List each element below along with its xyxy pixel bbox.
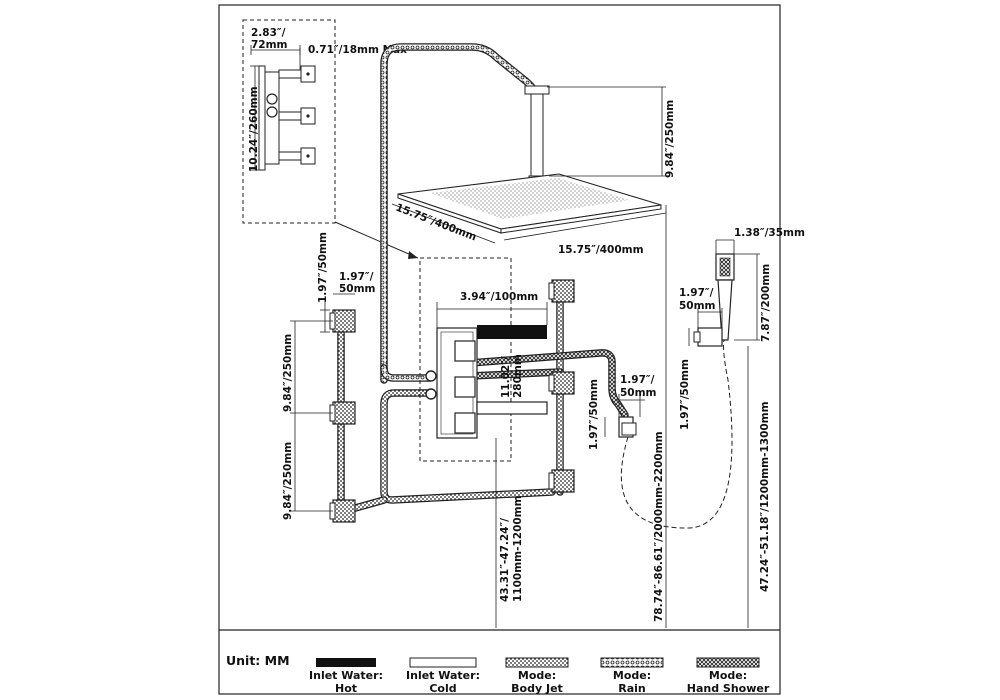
handle-top (454, 340, 476, 362)
legend-item-body-jet: Mode: Body Jet (505, 657, 569, 695)
legend-rain-line1: Mode: (613, 669, 651, 682)
legend-bodyjet-line2: Body Jet (511, 682, 563, 695)
legend-item-cold: Inlet Water: Cold (406, 657, 480, 695)
rain-arm-drop-label: 9.84″/250mm (664, 100, 676, 178)
hand-shower: 1.38″/35mm 7.87″/200mm 1.97″/ 50mm 1.97″… (679, 227, 805, 430)
bodyjet-spacing-top-label: 9.84″/250mm (282, 334, 294, 412)
body-jet-right-mid (548, 371, 575, 395)
outlet-size-h-label-2: 50mm (620, 387, 657, 399)
legend-handshower-line1: Mode: (709, 669, 747, 682)
handshower-width-label: 1.38″/35mm (734, 227, 805, 239)
valve-panel: 3.94″/100mm 11.02″/ 280mm (419, 257, 548, 462)
valve-floor-height-label-1: 43.31″-47.24″/ (499, 518, 511, 602)
body-jet-left-mid (329, 401, 356, 425)
legend-rain-line2: Rain (618, 682, 646, 695)
bodyjet-spacing-bottom-label: 9.84″/250mm (282, 442, 294, 520)
legend-item-hand-shower: Mode: Hand Shower (687, 657, 770, 695)
hose (620, 339, 733, 529)
body-jet-left-top (329, 309, 356, 333)
valve-floor-height-label-2: 1100mm-1200mm (512, 495, 524, 602)
panel-height-label-1: 11.02″/ (500, 356, 512, 398)
shower-outlet: 1.97″/ 50mm 1.97″/50mm (588, 374, 657, 450)
outlet-size-v-label: 1.97″/50mm (588, 379, 600, 450)
rain-floor-height-label: 78.74″-86.61″/2000mm-2200mm (653, 431, 665, 622)
handle-middle (454, 376, 476, 398)
hand-shower-pipe (466, 349, 629, 419)
bodyjet-size-v-label: 1.97″/50mm (317, 232, 329, 303)
handle-bottom (454, 412, 476, 434)
bodyjet-size-h-label-1: 1.97″/ (339, 271, 374, 283)
outlet-size-h-label-1: 1.97″/ (620, 374, 655, 386)
rain-shower-head: 9.84″/250mm 15.75″/400mm 15.75″/400mm (391, 85, 676, 256)
hot-inlet (477, 325, 547, 339)
valve-height-label: 10.24″/260mm (248, 86, 260, 172)
holder-width-label-2: 50mm (679, 300, 716, 312)
valve-side-detail: 2.83″/ 72mm 0.71″/18mm Max 10.24″/260mm (242, 19, 419, 259)
rain-head-width-label: 15.75″/400mm (558, 244, 644, 256)
legend-item-hot: Inlet Water: Hot (309, 658, 383, 695)
unit-label: Unit: MM (226, 653, 290, 668)
legend-cold-line1: Inlet Water: (406, 669, 480, 682)
legend-cold-line2: Cold (429, 682, 456, 695)
legend: Unit: MM Inlet Water: Hot Inlet Water: C… (226, 653, 770, 695)
handshower-length-label: 7.87″/200mm (760, 264, 772, 342)
legend-hot-line2: Hot (335, 682, 357, 695)
holder-width-label-1: 1.97″/ (679, 287, 714, 299)
bodyjet-dimensions: 1.97″/50mm 1.97″/ 50mm 9.84″/250mm 9.84″… (282, 232, 376, 520)
valve-width-mm-label: 72mm (251, 39, 288, 51)
outer-frame (218, 4, 781, 695)
legend-bodyjet-line1: Mode: (518, 669, 556, 682)
bodyjet-size-h-label-2: 50mm (339, 283, 376, 295)
cold-inlet (476, 401, 548, 415)
holder-height-label: 1.97″/50mm (679, 359, 691, 430)
body-jet-left-bottom (329, 499, 356, 523)
panel-width-label: 3.94″/100mm (460, 291, 538, 303)
handshower-floor-height-label: 47.24″-51.18″/1200mm-1300mm (759, 401, 771, 592)
floor-height-dimensions: 43.31″-47.24″/ 1100mm-1200mm 78.74″-86.6… (495, 205, 771, 628)
legend-hot-line1: Inlet Water: (309, 669, 383, 682)
rain-pipe (380, 43, 538, 384)
legend-item-rain: Mode: Rain (600, 657, 664, 695)
body-jet-right-top (548, 279, 575, 303)
valve-width-label: 2.83″/ (251, 27, 286, 39)
legend-handshower-line2: Hand Shower (687, 682, 770, 695)
panel-height-label-2: 280mm (512, 354, 524, 398)
body-jets (329, 279, 575, 523)
body-jet-right-bottom (548, 469, 575, 493)
